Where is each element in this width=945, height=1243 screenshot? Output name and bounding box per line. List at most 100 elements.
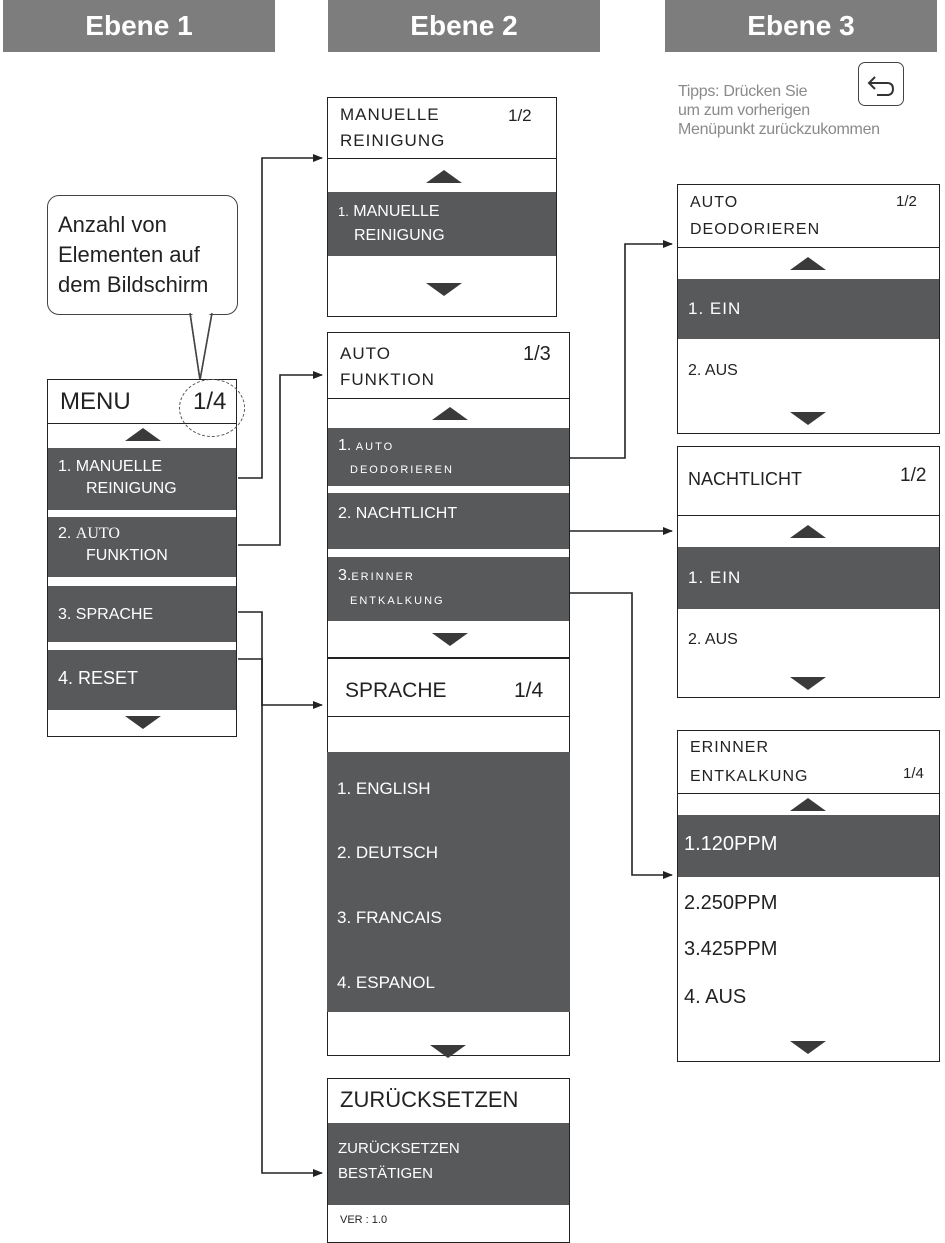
auto-item-3-num: 3. [338, 567, 352, 584]
back-button[interactable] [858, 62, 904, 106]
menu-item-2-num: 2. [58, 525, 72, 542]
nachtlicht-item-ein[interactable]: 1. EIN [678, 547, 939, 609]
menu-item-2-l2: FUNKTION [86, 547, 168, 564]
manuelle-scroll-down-icon[interactable] [426, 283, 462, 296]
auto-item-1-num: 1. [338, 437, 352, 454]
deodorieren-scroll-down-icon[interactable] [790, 412, 826, 425]
arrow-menu-to-sprache [238, 611, 323, 709]
sprache-item-espanol[interactable]: 4. ESPANOL [337, 973, 435, 992]
menu-scroll-down-icon[interactable] [125, 716, 161, 729]
auto-scroll-up-icon[interactable] [432, 407, 468, 420]
manuelle-item-num: 1. [338, 204, 349, 219]
manuelle-title-1: MANUELLE [340, 105, 440, 124]
header-level-3: Ebene 3 [665, 0, 937, 52]
reset-band-1: ZURÜCKSETZEN [338, 1140, 460, 1157]
auto-screen: AUTO FUNKTION 1/3 1. AUTO DEODORIEREN 2.… [327, 332, 570, 658]
nachtlicht-scroll-down-icon[interactable] [790, 677, 826, 690]
sprache-scroll-down-icon[interactable] [430, 1045, 466, 1058]
entkalkung-item-425[interactable]: 3.425PPM [684, 938, 778, 960]
auto-title-1: AUTO [340, 344, 391, 363]
reset-confirm[interactable]: ZURÜCKSETZEN BESTÄTIGEN [328, 1123, 569, 1205]
menu-item-1-l1: MANUELLE [75, 458, 163, 475]
menu-item-3-l1: SPRACHE [75, 606, 154, 623]
callout-line-1: Anzahl von [58, 212, 167, 237]
manuelle-screen: MANUELLE REINIGUNG 1/2 1. MANUELLE REINI… [327, 97, 557, 317]
header-level-2: Ebene 2 [328, 0, 600, 52]
entkalkung-item-250[interactable]: 2.250PPM [684, 892, 778, 914]
tip-text: Tipps: Drücken Sie um zum vorherigen Men… [678, 82, 880, 139]
auto-title-2: FUNKTION [340, 370, 435, 389]
auto-item-nachtlicht[interactable]: 2. NACHTLICHT [328, 493, 569, 549]
sprache-item-francais[interactable]: 3. FRANCAIS [337, 908, 442, 927]
manuelle-page-counter: 1/2 [508, 106, 532, 125]
back-arrow-icon [867, 76, 895, 96]
menu-divider [48, 423, 236, 424]
nachtlicht-scroll-up-icon[interactable] [790, 525, 826, 538]
nachtlicht-item-aus[interactable]: 2. AUS [688, 631, 738, 648]
auto-item-2-num: 2. [338, 505, 352, 522]
deodorieren-divider [678, 247, 939, 248]
sprache-item-deutsch[interactable]: 2. DEUTSCH [337, 843, 439, 862]
entkalkung-scroll-up-icon[interactable] [790, 798, 826, 811]
menu-item-reset[interactable]: 4. RESET [48, 650, 236, 710]
sprache-item-english[interactable]: 1. ENGLISH [337, 779, 431, 798]
menu-item-1-l2: REINIGUNG [86, 480, 177, 497]
nachtlicht-divider [678, 515, 939, 516]
entkalkung-page-counter: 1/4 [903, 765, 924, 782]
tip-line-1: Tipps: Drücken Sie [678, 83, 808, 100]
nachtlicht-item-1: 1. EIN [688, 568, 742, 587]
entkalkung-scroll-down-icon[interactable] [790, 1041, 826, 1054]
auto-item-entkalkung[interactable]: 3.ERINNER ENTKALKUNG [328, 557, 569, 621]
auto-divider [328, 398, 569, 399]
manuelle-title-2: REINIGUNG [340, 131, 446, 150]
entkalkung-title-2: ENTKALKUNG [690, 768, 809, 785]
manuelle-item-l2: REINIGUNG [354, 227, 445, 244]
menu-item-4-l1: RESET [78, 668, 139, 688]
deodorieren-item-ein[interactable]: 1. EIN [678, 279, 939, 339]
deodorieren-scroll-up-icon[interactable] [790, 257, 826, 270]
menu-item-sprache[interactable]: 3. SPRACHE [48, 586, 236, 642]
tip-line-3: Menüpunkt zurückzukommen [678, 121, 880, 138]
reset-band-2: BESTÄTIGEN [338, 1165, 434, 1182]
manuelle-scroll-up-icon[interactable] [426, 170, 462, 183]
deodorieren-page-counter: 1/2 [896, 193, 917, 210]
deodorieren-screen: AUTO DEODORIEREN 1/2 1. EIN 2. AUS [677, 184, 940, 434]
manuelle-divider [328, 158, 556, 159]
arrow-menu-to-auto [238, 371, 323, 546]
menu-item-1-num: 1. [58, 458, 72, 475]
entkalkung-item-aus[interactable]: 4. AUS [684, 986, 747, 1008]
auto-item-1-l1: AUTO [355, 441, 395, 453]
menu-item-2-l1: AUTO [75, 525, 120, 542]
arrow-menu-to-manuelle [238, 154, 323, 479]
reset-screen: ZURÜCKSETZEN ZURÜCKSETZEN BESTÄTIGEN VER… [327, 1078, 570, 1243]
entkalkung-item-1: 1.120PPM [684, 833, 778, 855]
deodorieren-item-aus[interactable]: 2. AUS [688, 362, 738, 379]
reset-title: ZURÜCKSETZEN [340, 1087, 519, 1112]
auto-scroll-down-icon[interactable] [432, 633, 468, 646]
menu-item-3-num: 3. [58, 606, 72, 623]
nachtlicht-page-counter: 1/2 [900, 465, 927, 486]
arrow-auto-to-deodorieren [570, 240, 673, 459]
sprache-divider [328, 716, 569, 717]
menu-item-4-num: 4. [58, 668, 74, 688]
nachtlicht-title: NACHTLICHT [688, 469, 803, 489]
auto-item-2-l1: NACHTLICHT [355, 505, 458, 522]
tip-line-2: um zum vorherigen [678, 102, 810, 119]
manuelle-item-1[interactable]: 1. MANUELLE REINIGUNG [328, 192, 556, 256]
deodorieren-title-1: AUTO [690, 194, 739, 211]
reset-version: VER : 1.0 [340, 1214, 388, 1226]
sprache-page-counter: 1/4 [514, 679, 544, 702]
entkalkung-divider [678, 793, 939, 794]
auto-item-1-l2: DEODORIEREN [350, 464, 454, 476]
entkalkung-screen: ERINNER ENTKALKUNG 1/4 1.120PPM 2.250PPM… [677, 730, 940, 1062]
auto-item-3-l1: ERINNER [351, 571, 415, 583]
deodorieren-title-2: DEODORIEREN [690, 221, 821, 238]
menu-item-auto[interactable]: 2. AUTO FUNKTION [48, 517, 236, 577]
arrow-auto-to-entkalkung [570, 592, 673, 879]
auto-item-deodorieren[interactable]: 1. AUTO DEODORIEREN [328, 428, 569, 486]
menu-item-manuelle[interactable]: 1. MANUELLE REINIGUNG [48, 448, 236, 510]
menu-scroll-up-icon[interactable] [125, 428, 161, 441]
menu-title: MENU [60, 388, 131, 415]
entkalkung-item-120[interactable]: 1.120PPM [678, 815, 939, 877]
callout-line-2: Elementen auf [58, 242, 200, 267]
